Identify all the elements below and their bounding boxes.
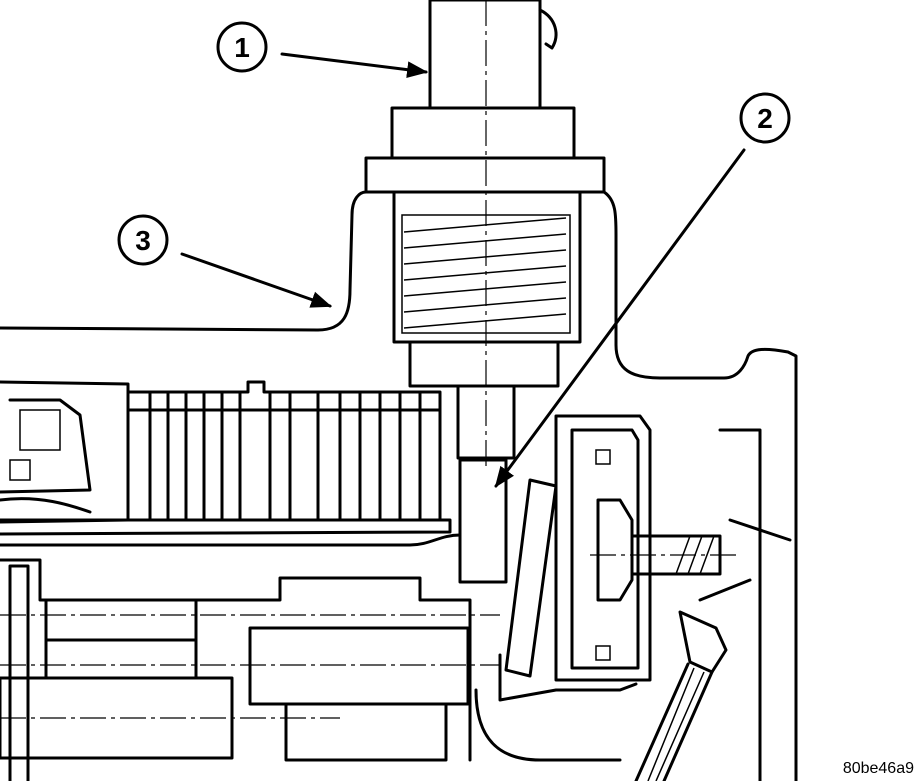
callout-3-label: 3	[135, 225, 151, 256]
angled-bolt	[634, 578, 752, 781]
callout-2-label: 2	[757, 103, 773, 134]
output-shaft	[0, 558, 622, 781]
callout-1-label: 1	[234, 32, 250, 63]
image-id: 80be46a9	[843, 760, 914, 777]
transmission-case	[0, 190, 798, 781]
clutch-pack	[0, 380, 462, 547]
reaction-plate	[458, 414, 740, 702]
callout-2: 2	[494, 92, 791, 488]
sensor	[364, 0, 606, 470]
callout-1: 1	[216, 21, 429, 78]
callout-3: 3	[117, 214, 332, 308]
